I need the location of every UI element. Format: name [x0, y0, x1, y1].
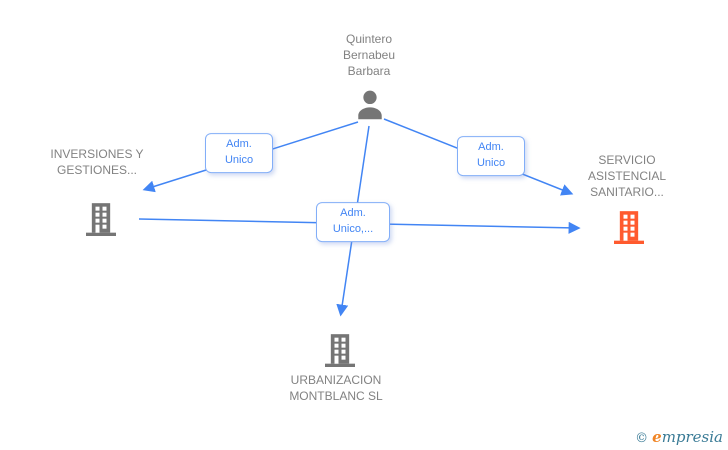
company-icon-urbanizacion[interactable] [320, 330, 360, 370]
company-label-urbanizacion[interactable]: URBANIZACION MONTBLANC SL [289, 373, 383, 403]
brand-name: mpresia [661, 428, 723, 446]
copyright-icon: © [635, 431, 649, 446]
person-node-label[interactable]: Quintero Bernabeu Barbara [342, 32, 396, 78]
company-icon-inversiones[interactable] [81, 199, 121, 239]
brand-initial: e [652, 428, 662, 446]
edge-label-adm-unico-right[interactable]: Adm. Unico [457, 136, 525, 176]
company-label-inversiones[interactable]: INVERSIONES Y GESTIONES... [50, 147, 144, 177]
person-icon[interactable] [351, 86, 389, 124]
company-label-servicio[interactable]: SERVICIO ASISTENCIAL SANITARIO... [587, 153, 667, 199]
edge-label-adm-unico-middle[interactable]: Adm. Unico,... [316, 202, 390, 242]
edge-label-adm-unico-left[interactable]: Adm. Unico [205, 133, 273, 173]
empresia-logo[interactable]: ©empresia [635, 428, 723, 446]
company-icon-servicio[interactable] [609, 207, 649, 247]
